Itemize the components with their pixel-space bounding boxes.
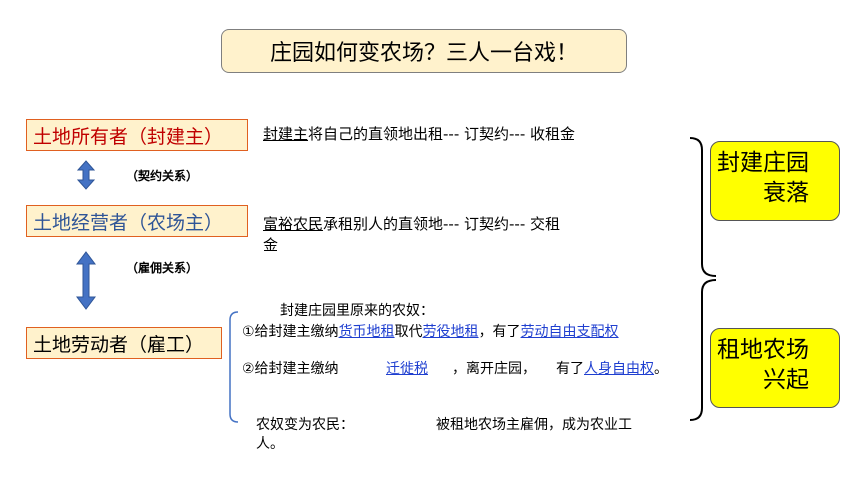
serf-item-2-mid2: 有了 bbox=[556, 361, 584, 377]
page-title: 庄园如何变农场？三人一台戏！ bbox=[269, 41, 578, 66]
serf-item-1: ①给封建主缴纳货币地租取代劳役地租，有了劳动自由支配权 bbox=[242, 322, 619, 342]
owner-description-text: 将自己的直领地出租--- 订契约--- 收租金 bbox=[308, 125, 576, 143]
result-decline-box: 封建庄园 衰落 bbox=[710, 141, 840, 221]
link-migration-tax[interactable]: 迁徙税 bbox=[386, 361, 428, 377]
right-brace-rise bbox=[689, 279, 717, 421]
double-arrow-employment-icon bbox=[76, 251, 96, 310]
role-laborer-box: 土地劳动者（雇工） bbox=[26, 327, 222, 359]
owner-subject: 封建主 bbox=[263, 125, 309, 143]
result-decline-line2: 衰落 bbox=[763, 180, 809, 206]
manager-subject: 富裕农民 bbox=[263, 215, 324, 233]
serf-item-2-tail: 有了人身自由权。 bbox=[556, 359, 668, 379]
serf-item-2-prefix: ②给封建主缴纳 bbox=[242, 361, 339, 377]
relation-employment-label: （雇佣关系） bbox=[126, 261, 199, 275]
serf-item-2-mid1: ，离开庄园， bbox=[452, 361, 536, 377]
owner-description: 封建主将自己的直领地出租--- 订契约--- 收租金 bbox=[263, 124, 575, 145]
serf-bottom-line2: 人。 bbox=[256, 436, 284, 452]
serf-item-1-prefix: ①给封建主缴纳 bbox=[242, 324, 339, 340]
result-decline-line1: 封建庄园 bbox=[717, 150, 809, 176]
link-labor-freedom[interactable]: 劳动自由支配权 bbox=[520, 324, 619, 340]
link-labor-rent[interactable]: 劳役地租 bbox=[422, 324, 479, 340]
role-owner-label: 土地所有者（封建主） bbox=[33, 125, 224, 148]
link-personal-freedom[interactable]: 人身自由权 bbox=[584, 361, 654, 377]
serf-heading: 封建庄园里原来的农奴： bbox=[280, 303, 434, 319]
role-manager-box: 土地经营者（农场主） bbox=[26, 205, 248, 237]
role-manager-label: 土地经营者（农场主） bbox=[33, 211, 224, 234]
serf-item-1-mid1: 取代 bbox=[394, 324, 423, 340]
result-rise-line1: 租地农场 bbox=[717, 337, 809, 363]
link-migration-tax-wrap: 迁徙税 bbox=[386, 359, 428, 379]
result-rise-box: 租地农场 兴起 bbox=[710, 328, 840, 408]
manager-description: 富裕农民承租别人的直领地--- 订契约--- 交租 bbox=[263, 214, 560, 235]
manager-description-text: 承租别人的直领地--- 订契约--- 交租 bbox=[323, 215, 561, 233]
left-bracket bbox=[229, 311, 239, 423]
double-arrow-contract-icon bbox=[76, 160, 96, 190]
serf-item-2: ②给封建主缴纳 bbox=[242, 359, 339, 379]
relation-contract-label: （契约关系） bbox=[126, 169, 199, 183]
title-box: 庄园如何变农场？三人一台戏！ bbox=[221, 29, 627, 73]
role-laborer-label: 土地劳动者（雇工） bbox=[33, 333, 205, 356]
manager-description-line2: 金 bbox=[263, 236, 279, 254]
serf-item-2-suffix: 。 bbox=[654, 361, 668, 377]
right-brace-decline bbox=[689, 137, 717, 277]
result-rise-line2: 兴起 bbox=[763, 367, 809, 393]
serf-bottom-left: 农奴变为农民： bbox=[256, 417, 354, 433]
role-owner-box: 土地所有者（封建主） bbox=[26, 119, 248, 151]
serf-item-1-mid2: ，有了 bbox=[478, 324, 521, 340]
link-money-rent[interactable]: 货币地租 bbox=[338, 324, 395, 340]
serf-bottom-right: 被租地农场主雇佣，成为农业工 bbox=[436, 417, 632, 433]
